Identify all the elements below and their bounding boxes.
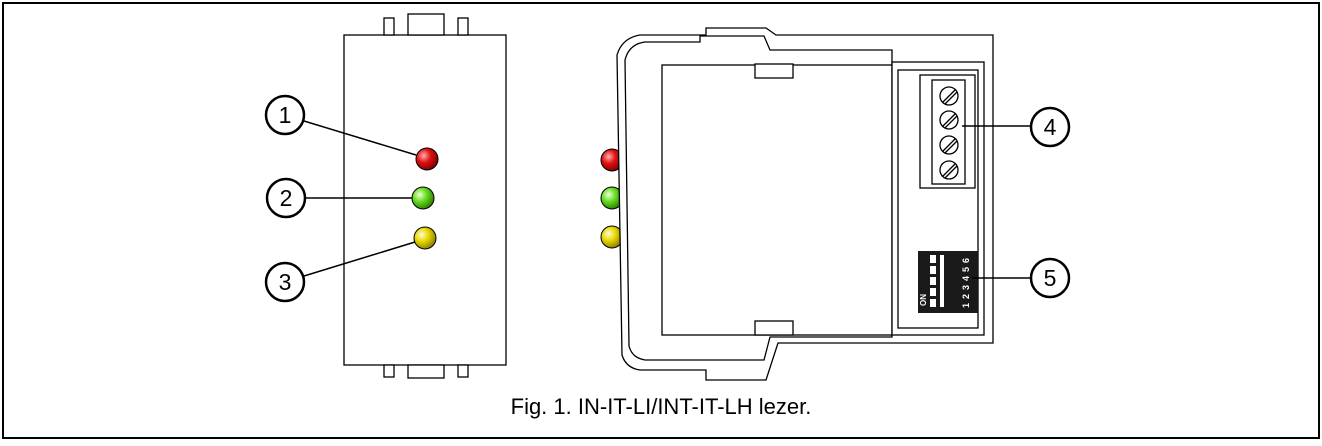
red-led — [415, 147, 439, 171]
callout-4-number: 4 — [1044, 114, 1057, 140]
callout-3: 3 — [264, 261, 306, 303]
terminal-screws — [939, 86, 959, 180]
dip-switch-levers — [930, 255, 944, 307]
leader-line-3 — [303, 241, 416, 277]
callout-1-number: 1 — [279, 102, 292, 128]
yellow-led — [413, 226, 437, 250]
top-clip — [754, 63, 794, 79]
dip-switch-numbers: 1 2 3 4 5 6 — [961, 258, 971, 308]
figure-caption: Fig. 1. IN-IT-LI/INT-IT-LH lezer. — [510, 394, 812, 419]
dip-position-5: 5 — [961, 267, 971, 272]
dip-position-3: 3 — [961, 285, 971, 290]
callout-2-number: 2 — [280, 185, 293, 211]
figure-frame — [2, 2, 1320, 439]
dip-switch: ON 1 2 3 4 5 6 — [918, 251, 978, 313]
green-led — [411, 186, 435, 210]
callout-4: 4 — [1029, 106, 1071, 148]
callout-2: 2 — [265, 177, 307, 219]
callout-3-number: 3 — [279, 269, 292, 295]
reader-front-view — [343, 13, 507, 379]
terminal-block — [919, 74, 976, 189]
dip-position-4: 4 — [961, 276, 971, 281]
callout-5-number: 5 — [1044, 265, 1057, 291]
dip-position-1: 1 — [961, 303, 971, 308]
dip-position-6: 6 — [961, 258, 971, 263]
dip-switch-on-label: ON — [919, 294, 928, 306]
back-housing-inner — [624, 35, 893, 361]
top-connector-tabs — [383, 13, 469, 36]
dip-position-2: 2 — [961, 294, 971, 299]
callout-5: 5 — [1029, 257, 1071, 299]
bottom-clip — [754, 320, 794, 336]
leader-line-1 — [303, 120, 417, 156]
callout-1: 1 — [264, 94, 306, 136]
back-board — [661, 64, 893, 336]
bottom-connector-tabs — [383, 364, 469, 379]
